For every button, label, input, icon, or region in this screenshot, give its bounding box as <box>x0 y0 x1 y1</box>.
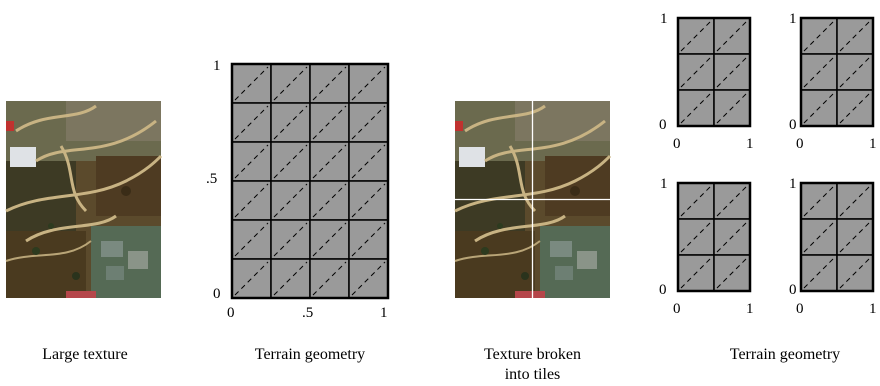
main-grid-cell-diagonal <box>273 105 308 140</box>
main-grid-cell-diagonal <box>234 105 269 140</box>
tile-c-y-tick-0: 0 <box>659 282 667 298</box>
tile-a-x-tick-1: 1 <box>746 136 754 152</box>
main-grid-cell-diagonal <box>234 261 269 296</box>
tile-b-cell-diagonal <box>839 56 871 88</box>
tile-a-cell-diagonal <box>716 56 748 88</box>
main-grid-cell <box>348 219 389 260</box>
tile-b-cell-diagonal <box>839 20 871 52</box>
main-grid-cell-diagonal <box>273 66 308 101</box>
main-grid-cell-diagonal <box>351 105 386 140</box>
main-grid-cell-diagonal <box>312 222 347 257</box>
main-grid-cell-diagonal <box>351 222 386 257</box>
tile-d-y-tick-0: 0 <box>789 282 797 298</box>
tile-d-cell-diagonal <box>803 257 835 289</box>
tile-c-cell-diagonal <box>716 257 748 289</box>
tile-d-cell-diagonal <box>803 185 835 217</box>
tile-c-x-tick-0: 0 <box>673 301 681 317</box>
tile-a-cell-diagonal <box>716 20 748 52</box>
large-texture-image <box>4 99 163 300</box>
tile-grid-top-left <box>676 16 752 128</box>
terrain-geometry-grid <box>230 62 390 300</box>
tile-a-cell-diagonal <box>680 20 712 52</box>
tile-b-x-tick-0: 0 <box>796 136 804 152</box>
tile-d-x-tick-1: 1 <box>869 301 877 317</box>
y-tick-0: 0 <box>213 286 221 302</box>
caption-terrain-geometry-left: Terrain geometry <box>254 346 366 363</box>
tile-c-cell-diagonal <box>680 257 712 289</box>
main-grid-cell-diagonal <box>351 183 386 218</box>
tile-grid-bottom-left <box>676 181 752 293</box>
main-grid-cell-diagonal <box>273 183 308 218</box>
tile-b-cell-diagonal <box>839 92 871 124</box>
tile-a-cell-diagonal <box>716 92 748 124</box>
main-grid-border <box>230 62 390 300</box>
main-grid-cell-diagonal <box>312 66 347 101</box>
main-grid-cell-diagonal <box>351 144 386 179</box>
main-grid-cell-diagonal <box>234 183 269 218</box>
tile-c-cell-diagonal <box>680 185 712 217</box>
tile-d-cell-diagonal <box>839 185 871 217</box>
tile-a-cell-diagonal <box>680 56 712 88</box>
tile-d-border <box>799 181 875 293</box>
main-grid-cell-diagonal <box>312 105 347 140</box>
tile-a-x-tick-0: 0 <box>673 136 681 152</box>
y-tick-1: 1 <box>213 58 221 74</box>
main-grid-cell-diagonal <box>351 261 386 296</box>
tile-b-x-tick-1: 1 <box>869 136 877 152</box>
tile-grid-top-right <box>799 16 875 128</box>
tile-d-cell-diagonal <box>839 257 871 289</box>
tile-c-x-tick-1: 1 <box>746 301 754 317</box>
tile-c-cell-diagonal <box>680 221 712 253</box>
main-grid-cell-diagonal <box>351 66 386 101</box>
main-grid-cell-diagonal <box>273 261 308 296</box>
tile-a-y-tick-0: 0 <box>659 117 667 133</box>
tile-c-y-tick-1: 1 <box>660 176 668 192</box>
tile-d-y-tick-1: 1 <box>789 176 797 192</box>
main-grid-cell-diagonal <box>234 222 269 257</box>
main-grid-cell-diagonal <box>312 261 347 296</box>
main-grid-cell-diagonal <box>273 222 308 257</box>
x-tick-half: .5 <box>302 305 314 321</box>
main-grid-cell-diagonal <box>312 144 347 179</box>
tile-b-y-tick-0: 0 <box>789 117 797 133</box>
tile-d-cell-diagonal <box>803 221 835 253</box>
tile-b-cell-diagonal <box>803 20 835 52</box>
caption-texture-tiles: Texture broken into tiles <box>455 345 610 385</box>
tile-b-border <box>799 16 875 128</box>
tile-c-border <box>676 181 752 293</box>
tile-a-y-tick-1: 1 <box>660 11 668 27</box>
caption-texture-tiles-line1: Texture broken <box>483 346 582 363</box>
caption-large-texture: Large texture <box>42 346 128 363</box>
x-tick-1: 1 <box>380 305 388 321</box>
tile-b-cell-diagonal <box>803 56 835 88</box>
tile-d-x-tick-0: 0 <box>796 301 804 317</box>
y-tick-half: .5 <box>206 171 218 187</box>
texture-tiles-image <box>453 99 612 300</box>
tile-d-cell-diagonal <box>839 221 871 253</box>
main-grid-cell-diagonal <box>234 144 269 179</box>
main-grid-cell-diagonal <box>234 66 269 101</box>
tile-grid-bottom-right <box>799 181 875 293</box>
tile-c-cell-diagonal <box>716 221 748 253</box>
tile-b-cell-diagonal <box>803 92 835 124</box>
tile-a-border <box>676 16 752 128</box>
caption-texture-tiles-line2: into tiles <box>504 366 561 383</box>
caption-terrain-geometry-right: Terrain geometry <box>729 346 841 363</box>
tile-a-cell-diagonal <box>680 92 712 124</box>
x-tick-0: 0 <box>227 305 235 321</box>
tile-c-cell-diagonal <box>716 185 748 217</box>
main-grid-cell-diagonal <box>312 183 347 218</box>
tile-b-y-tick-1: 1 <box>789 11 797 27</box>
main-grid-cell-diagonal <box>273 144 308 179</box>
